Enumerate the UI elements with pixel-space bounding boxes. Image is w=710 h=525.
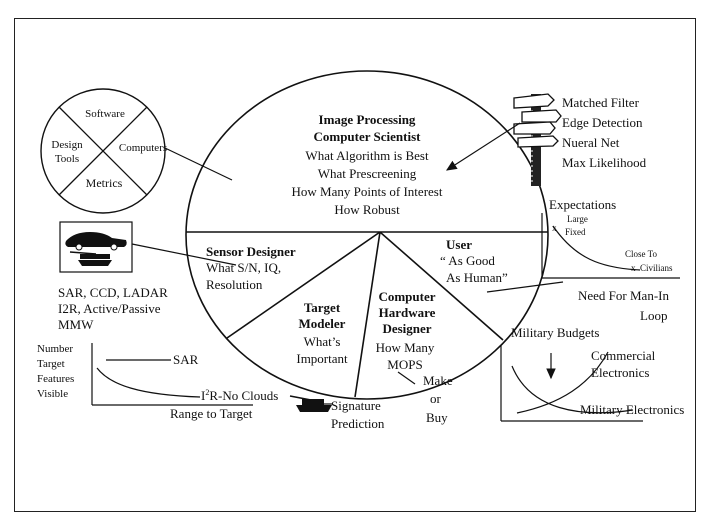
central-circle (185, 70, 549, 400)
make-or-buy: Make or Buy (423, 373, 453, 425)
mops-connector (397, 371, 416, 385)
divider-right (379, 231, 504, 341)
small-circle-connector (164, 147, 233, 181)
i2r-curve (96, 367, 201, 398)
sar-label: SAR (173, 352, 199, 367)
sensor-designer-title: Sensor Designer (206, 244, 296, 259)
target-modeler-title-2: Modeler (299, 316, 346, 331)
hardware-designer-section: Computer Hardware Designer How Many MOPS (376, 289, 436, 372)
sensors-line-3: MMW (58, 317, 94, 332)
military-label: Military Electronics (580, 402, 684, 417)
computers-label: Computers (119, 142, 167, 154)
divider-left (226, 231, 381, 339)
neural-net: Nueral Net (562, 135, 620, 150)
user-title: User (446, 237, 472, 252)
image-processing-title-2: Computer Scientist (313, 129, 421, 144)
max-likelihood: Max Likelihood (562, 155, 647, 170)
user-line-1: “ As Good (440, 253, 495, 268)
features-ylabel-2: Target (37, 358, 65, 370)
sensors-line-2: I2R, Active/Passive (58, 301, 161, 316)
tank-icon (289, 395, 332, 412)
man-in-loop: Need For Man-In Loop (578, 288, 669, 323)
commercial-label-2: Electronics (591, 365, 649, 380)
or-label: or (430, 391, 442, 406)
points-of-interest-question: How Many Points of Interest (292, 184, 443, 199)
signature-label: Signature (331, 398, 381, 413)
features-plot: Number Target Features Visible SAR I2R-N… (37, 343, 278, 421)
man-in-loop-line-2: Loop (640, 308, 667, 323)
robust-question: How Robust (334, 202, 400, 217)
user-line-2: As Human” (446, 270, 508, 285)
features-xlabel: Range to Target (170, 406, 253, 421)
sensors-line-1: SAR, CCD, LADAR (58, 285, 168, 300)
image-processing-title-1: Image Processing (319, 112, 416, 127)
civilians-label: Civilians (640, 263, 673, 273)
expectations-start-marker: x (552, 223, 557, 233)
i2r-suffix: R-No Clouds (209, 388, 278, 403)
buy-label: Buy (426, 410, 448, 425)
target-modeler-section: Target Modeler What’s Important (296, 300, 348, 366)
commercial-curve (516, 351, 609, 414)
large-label: Large (567, 214, 588, 224)
sensor-designer-line-1: What S/N, IQ, (206, 260, 281, 275)
target-modeler-title-1: Target (304, 300, 341, 315)
matched-filter: Matched Filter (562, 95, 640, 110)
edge-detection: Edge Detection (562, 115, 643, 130)
make-label: Make (423, 373, 453, 388)
tools-label: Tools (55, 153, 79, 165)
hardware-title-2: Hardware (379, 305, 436, 320)
target-modeler-line-1: What’s (304, 334, 341, 349)
target-modeler-line-2: Important (296, 351, 348, 366)
sensor-designer-section: Sensor Designer What S/N, IQ, Resolution (206, 244, 296, 292)
close-to-label: Close To (625, 249, 657, 259)
metrics-label: Metrics (86, 176, 123, 190)
sensor-list: SAR, CCD, LADAR I2R, Active/Passive MMW (58, 285, 168, 332)
i2r-prefix: I (201, 388, 205, 403)
commercial-label-1: Commercial (591, 348, 656, 363)
signpost-arrow (445, 122, 521, 171)
expectations-title: Expectations (549, 197, 616, 212)
car-tank-image (59, 221, 133, 273)
sensor-designer-line-2: Resolution (206, 277, 263, 292)
small-circle: Software Design Tools Computers Metrics (40, 88, 167, 214)
design-label: Design (51, 139, 83, 151)
features-ylabel-1: Number (37, 343, 73, 355)
hardware-line-2: MOPS (387, 357, 422, 372)
signpost-list: Matched Filter Edge Detection Nueral Net… (562, 95, 647, 170)
i2r-label: I2R-No Clouds (201, 388, 278, 403)
budgets-title: Military Budgets (511, 325, 599, 340)
military-curve (511, 365, 634, 414)
divider-middle (354, 231, 381, 398)
user-section: User “ As Good As Human” (440, 237, 508, 285)
man-in-loop-line-1: Need For Man-In (578, 288, 669, 303)
budgets-plot: Military Budgets Commercial Electronics … (500, 325, 684, 422)
fixed-label: Fixed (565, 227, 586, 237)
prediction-label: Prediction (331, 416, 385, 431)
user-connector (486, 281, 564, 293)
hardware-title-3: Designer (382, 321, 431, 336)
features-ylabel-3: Features (37, 373, 74, 385)
signpost-icon (513, 93, 562, 186)
expectations-end-marker: x (631, 263, 636, 273)
signature-prediction: Signature Prediction (331, 398, 385, 431)
image-processing-section: Image Processing Computer Scientist What… (292, 112, 443, 217)
prescreening-question: What Prescreening (318, 166, 417, 181)
slide-frame (14, 18, 696, 512)
software-label: Software (85, 108, 125, 120)
algorithm-question: What Algorithm is Best (305, 148, 429, 163)
i2r-sup: 2 (205, 388, 209, 397)
hardware-line-1: How Many (376, 340, 435, 355)
features-ylabel-4: Visible (37, 388, 68, 400)
expectations-plot: Expectations x Large Fixed x Close To Ci… (541, 197, 680, 279)
hardware-title-1: Computer (378, 289, 435, 304)
sensor-connector (131, 243, 237, 266)
